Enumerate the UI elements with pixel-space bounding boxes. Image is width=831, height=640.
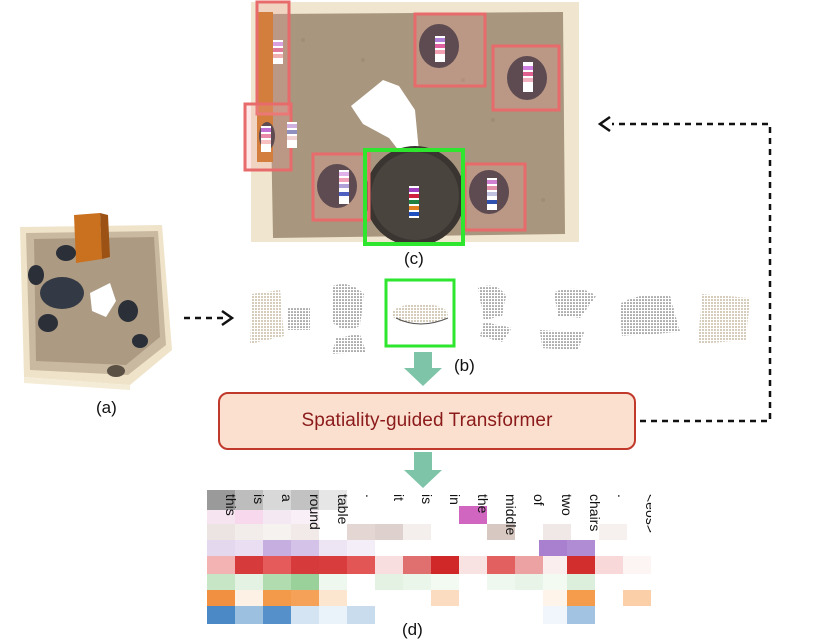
caption-b: (b) — [454, 356, 475, 375]
token-label: it — [391, 494, 407, 501]
token-label: table — [335, 494, 351, 525]
token-label: is — [419, 494, 435, 504]
transformer-box: Spatiality-guided Transformer — [218, 392, 636, 450]
attention-row-7 — [207, 606, 595, 624]
token-label: this — [223, 494, 239, 516]
token-label: middle — [503, 494, 519, 535]
caption-d: (d) — [402, 620, 423, 639]
token-label: round — [307, 494, 323, 530]
token-labels: this is a round table . it is in the mid… — [223, 494, 651, 535]
token-label: of — [531, 494, 547, 506]
token-label: <eos> — [643, 494, 651, 533]
highlighted-table-box — [363, 148, 465, 246]
token-label: in — [447, 494, 463, 505]
token-label: chairs — [587, 494, 603, 531]
token-label: two — [559, 494, 575, 516]
feature-bars — [261, 36, 533, 218]
header-row — [207, 490, 487, 524]
caption-c: (c) — [404, 249, 424, 268]
attention-row-4 — [207, 556, 651, 574]
attention-row-1 — [207, 510, 319, 524]
token-label: a — [279, 494, 295, 502]
token-label: . — [363, 494, 379, 498]
token-label: the — [475, 494, 491, 514]
room-3d-render — [20, 213, 172, 390]
point-cloud-objects — [250, 278, 750, 354]
attention-row-2 — [207, 524, 627, 540]
table-highlight-box — [384, 278, 456, 348]
attention-row-3 — [207, 540, 595, 556]
top-down-scene — [243, 0, 579, 246]
attention-grid: this is a round table . it is in the mid… — [207, 490, 651, 624]
caption-a: (a) — [96, 398, 117, 417]
attention-row-5 — [207, 574, 595, 590]
token-label: is — [251, 494, 267, 504]
token-label: . — [615, 494, 631, 498]
attention-row-6 — [207, 590, 651, 606]
transformer-label: Spatiality-guided Transformer — [301, 410, 553, 431]
